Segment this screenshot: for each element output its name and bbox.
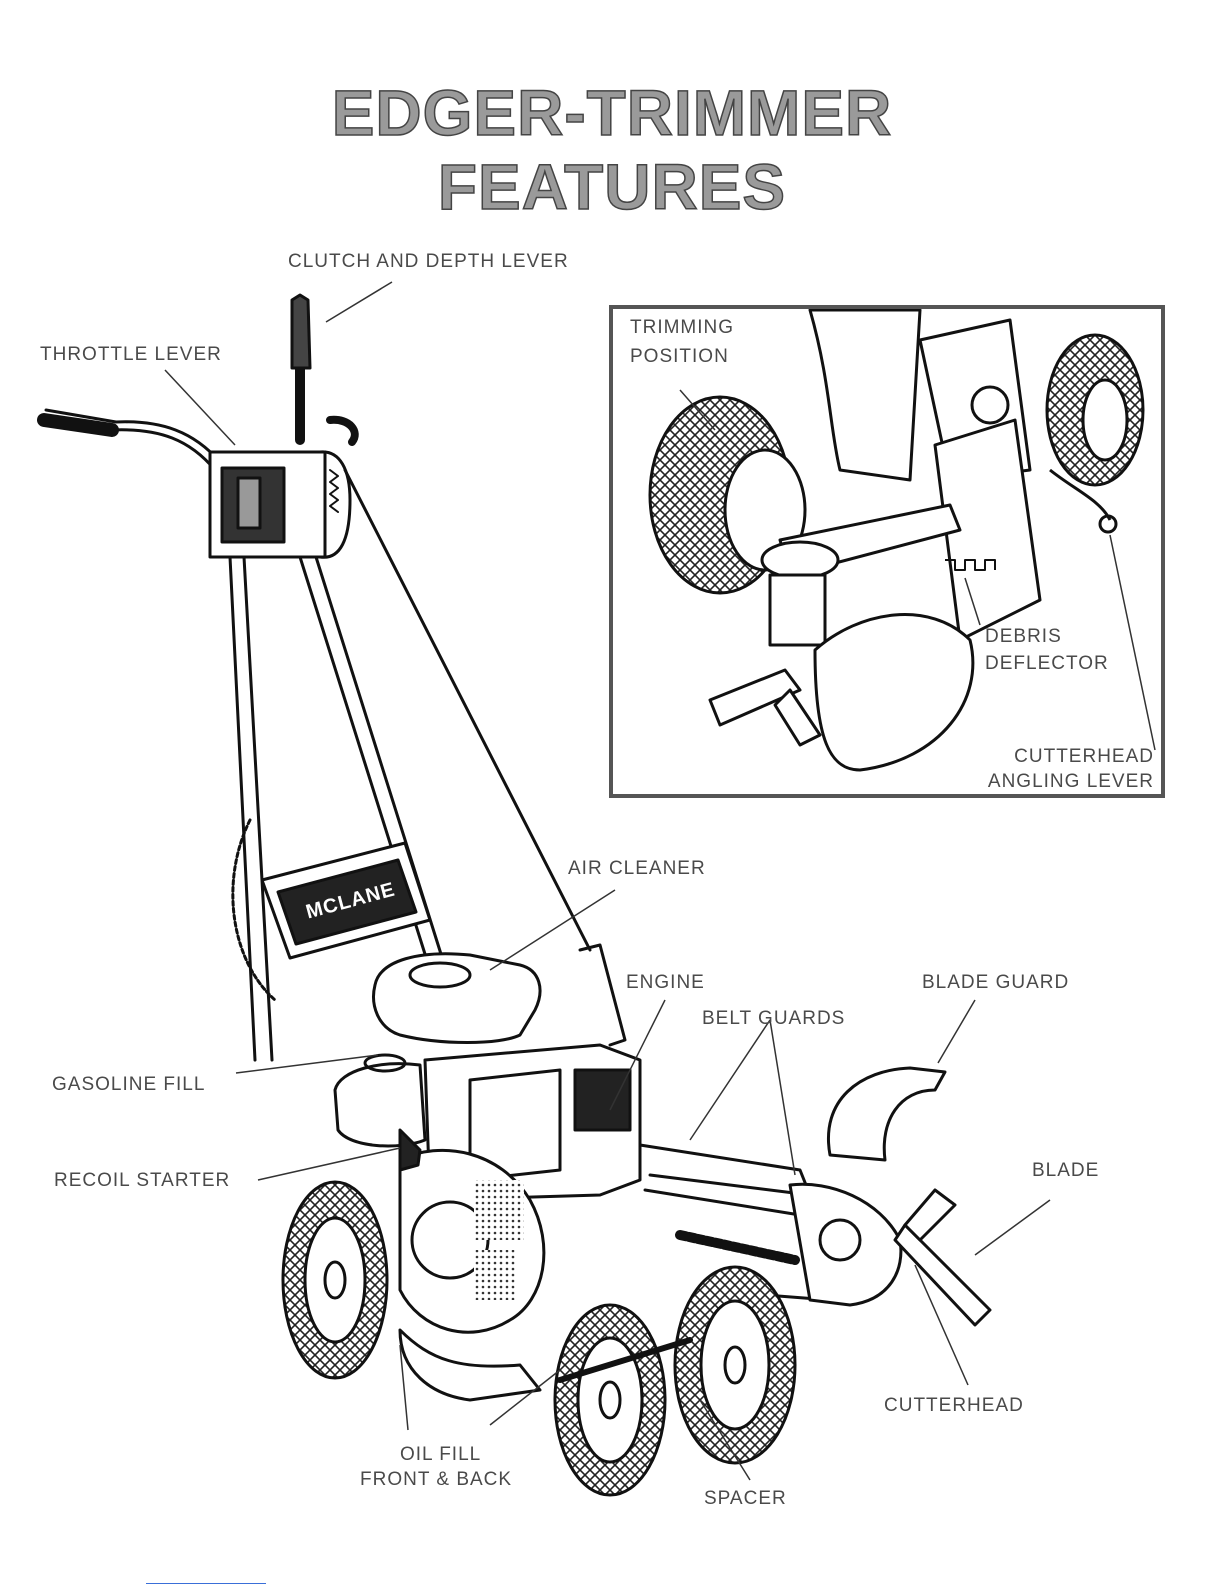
label-oil-fill-line2: FRONT & BACK [360,1468,512,1491]
leader-air-cleaner [490,890,615,970]
inset-label-trimming-line1: TRIMMING [630,316,734,339]
cutterhead-housing [790,1184,901,1305]
inset-label-debris-line2: DEFLECTOR [985,652,1109,675]
label-belt-guards: BELT GUARDS [702,1007,845,1030]
inset-label-trimming-line2: POSITION [630,345,729,368]
label-engine: ENGINE [626,971,705,994]
handle-grip [44,420,112,430]
trimming-inset-frame [609,305,1165,798]
blade-guard [828,1068,945,1160]
leader-belt-guard-b [770,1020,795,1175]
label-air-cleaner: AIR CLEANER [568,857,706,880]
inset-label-debris-line1: DEBRIS [985,625,1062,648]
leader-blade [975,1200,1050,1255]
label-cutterhead: CUTTERHEAD [884,1394,1024,1417]
leader-clutch [326,282,392,322]
belt-guard-arm [640,1145,810,1195]
label-recoil-starter: RECOIL STARTER [54,1169,230,1192]
label-blade: BLADE [1032,1159,1099,1182]
leader-blade-guard [938,1000,975,1063]
inset-label-angling-line1: CUTTERHEAD [988,745,1154,768]
label-blade-guard: BLADE GUARD [922,971,1069,994]
leader-belt-guard-a [690,1020,770,1140]
frame-left-tube [230,557,255,1060]
label-throttle-lever: THROTTLE LEVER [40,343,222,366]
label-clutch-depth-lever: CLUTCH AND DEPTH LEVER [288,250,569,273]
leader-throttle [165,370,235,445]
label-gasoline-fill: GASOLINE FILL [52,1073,205,1096]
inset-label-angling-line2: ANGLING LEVER [960,770,1154,793]
blade [895,1225,990,1325]
air-cleaner [374,954,540,1043]
gas-tank [335,1064,425,1146]
label-spacer: SPACER [704,1487,787,1510]
label-oil-fill-line1: OIL FILL [400,1443,481,1466]
leader-recoil [258,1148,400,1180]
